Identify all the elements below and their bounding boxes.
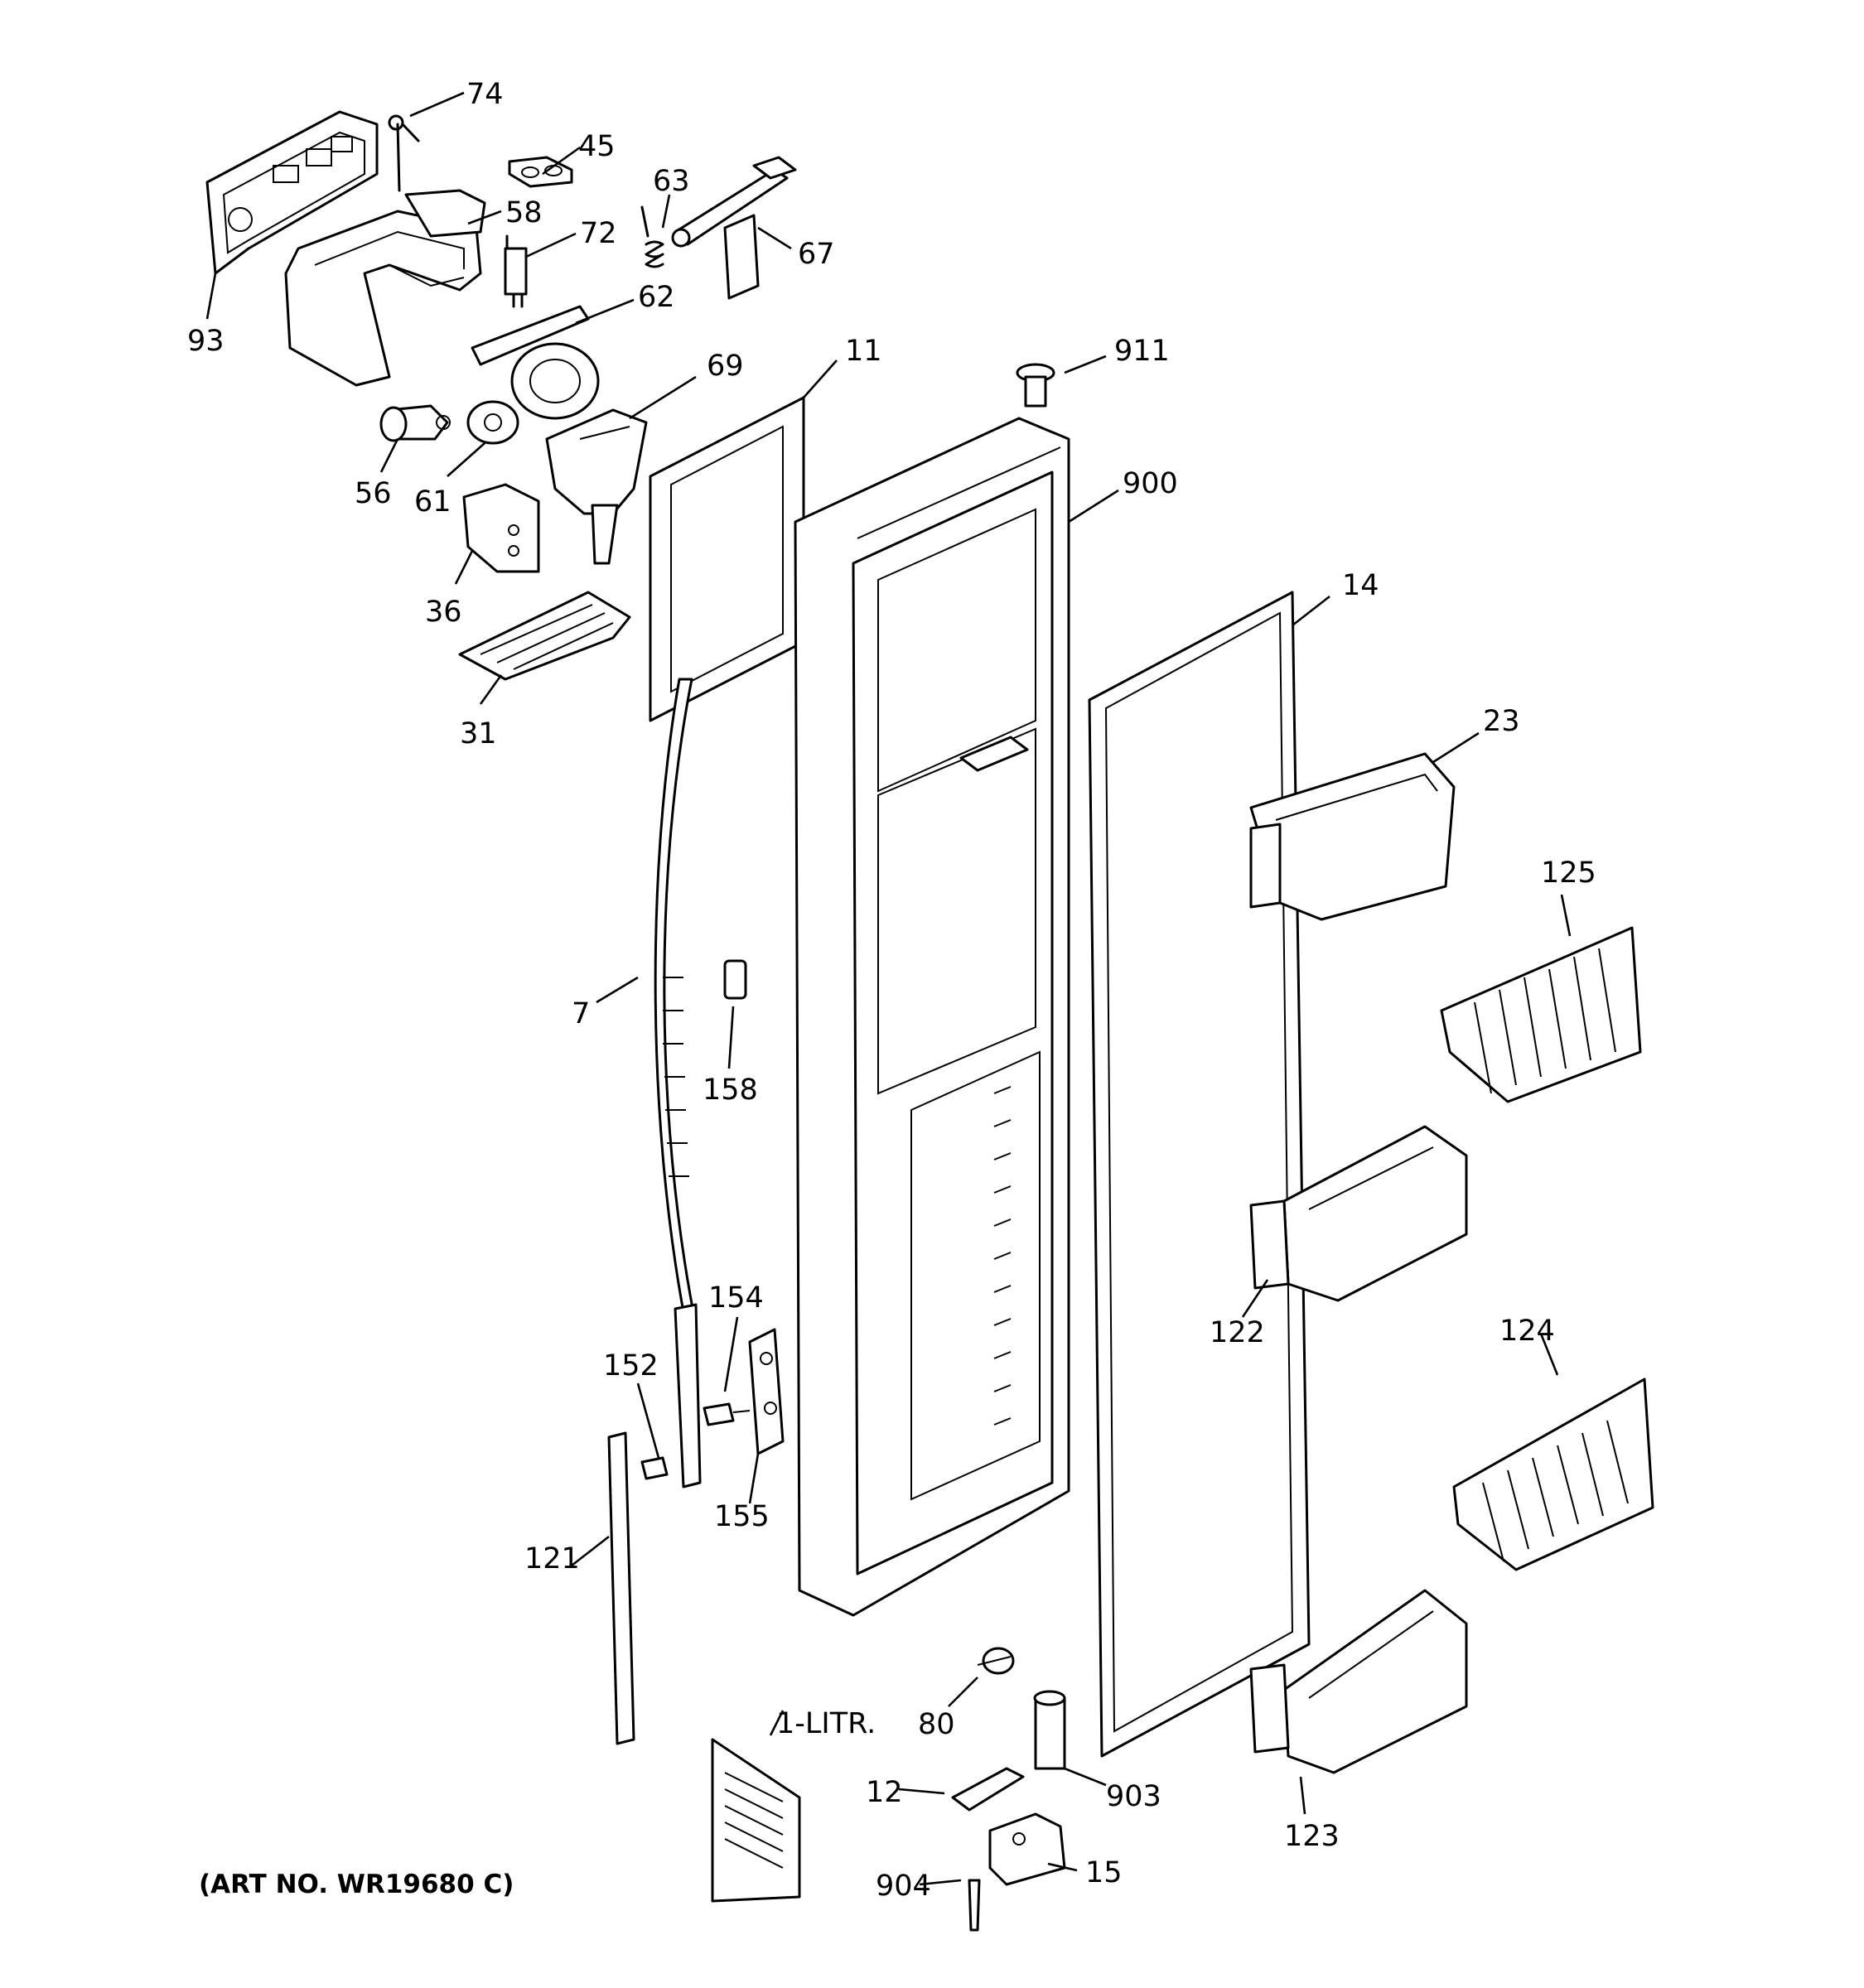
dispenser-housing bbox=[284, 189, 486, 387]
callout-911: 911 bbox=[1114, 335, 1170, 368]
part-67-shaft bbox=[671, 156, 797, 300]
part-56-motor bbox=[379, 404, 451, 442]
leader-lines bbox=[205, 91, 1572, 1886]
callout-31: 31 bbox=[460, 717, 497, 750]
callout-121: 121 bbox=[524, 1542, 580, 1575]
callout-154: 154 bbox=[708, 1281, 764, 1315]
callout-58: 58 bbox=[505, 196, 543, 229]
callout-155: 155 bbox=[714, 1500, 770, 1533]
part-152-screw bbox=[640, 1456, 669, 1480]
callout-67: 67 bbox=[798, 238, 835, 271]
callout-61: 61 bbox=[414, 485, 452, 519]
callout-900: 900 bbox=[1123, 467, 1178, 500]
callout-15: 15 bbox=[1085, 1856, 1123, 1889]
callout-158: 158 bbox=[703, 1074, 758, 1107]
part-45-bracket bbox=[508, 156, 573, 188]
callout-69: 69 bbox=[707, 350, 744, 383]
part-12-plate bbox=[951, 1767, 1025, 1812]
callout-903: 903 bbox=[1106, 1780, 1161, 1813]
part-23-bin bbox=[1249, 752, 1456, 921]
callout-74: 74 bbox=[466, 78, 504, 111]
part-69-funnel bbox=[545, 408, 648, 565]
part-125-basket bbox=[1440, 926, 1642, 1103]
callout-14: 14 bbox=[1342, 569, 1379, 602]
callout-23: 23 bbox=[1483, 705, 1520, 738]
callout-36: 36 bbox=[425, 596, 462, 629]
part-31-grille bbox=[458, 591, 631, 681]
callout-125: 125 bbox=[1541, 856, 1596, 890]
part-121-trim bbox=[607, 1431, 635, 1745]
callout-labels: 74 45 63 58 72 67 62 93 11 911 69 56 61 … bbox=[187, 78, 1596, 1903]
callout-45: 45 bbox=[578, 130, 616, 163]
part-15-hinge-block bbox=[988, 1812, 1066, 1886]
part-11-recess-frame bbox=[649, 396, 805, 722]
callout-124: 124 bbox=[1499, 1315, 1555, 1348]
callout-1-litr: 1-LITR. bbox=[776, 1707, 876, 1740]
part-74-spring bbox=[388, 114, 420, 192]
art-number-label: (ART NO. WR19680 C) bbox=[199, 1870, 514, 1899]
part-7-handle bbox=[654, 678, 702, 1489]
callout-80: 80 bbox=[918, 1708, 955, 1741]
part-154-screw bbox=[703, 1402, 751, 1426]
part-124-basket bbox=[1452, 1378, 1654, 1571]
part-61-gear bbox=[466, 400, 519, 445]
callout-122: 122 bbox=[1210, 1316, 1265, 1349]
part-123-bin bbox=[1249, 1589, 1468, 1774]
callout-72: 72 bbox=[580, 217, 617, 250]
callout-123: 123 bbox=[1284, 1820, 1340, 1853]
part-80-fitting bbox=[977, 1647, 1015, 1675]
callout-904: 904 bbox=[876, 1870, 931, 1903]
part-158-clip bbox=[723, 959, 747, 1000]
part-155-hinge bbox=[748, 1328, 785, 1455]
part-14-gasket bbox=[1088, 591, 1311, 1758]
part-911-plug bbox=[1016, 363, 1055, 408]
part-900-door bbox=[794, 417, 1070, 1617]
callout-63: 63 bbox=[653, 165, 690, 198]
callout-62: 62 bbox=[638, 281, 675, 314]
part-904-screw bbox=[968, 1879, 981, 1932]
callout-12: 12 bbox=[866, 1776, 903, 1809]
callout-7: 7 bbox=[572, 997, 590, 1030]
callout-93: 93 bbox=[187, 325, 225, 358]
part-36-bracket bbox=[462, 483, 540, 573]
part-903-cylinder bbox=[1033, 1690, 1066, 1770]
part-72-switch bbox=[504, 234, 528, 308]
part-63-spring bbox=[640, 205, 664, 268]
part-122-bin bbox=[1249, 1125, 1468, 1302]
callout-152: 152 bbox=[603, 1349, 659, 1382]
callout-11: 11 bbox=[845, 335, 882, 368]
callout-56: 56 bbox=[355, 477, 392, 510]
part-literature-booklet bbox=[711, 1738, 801, 1903]
